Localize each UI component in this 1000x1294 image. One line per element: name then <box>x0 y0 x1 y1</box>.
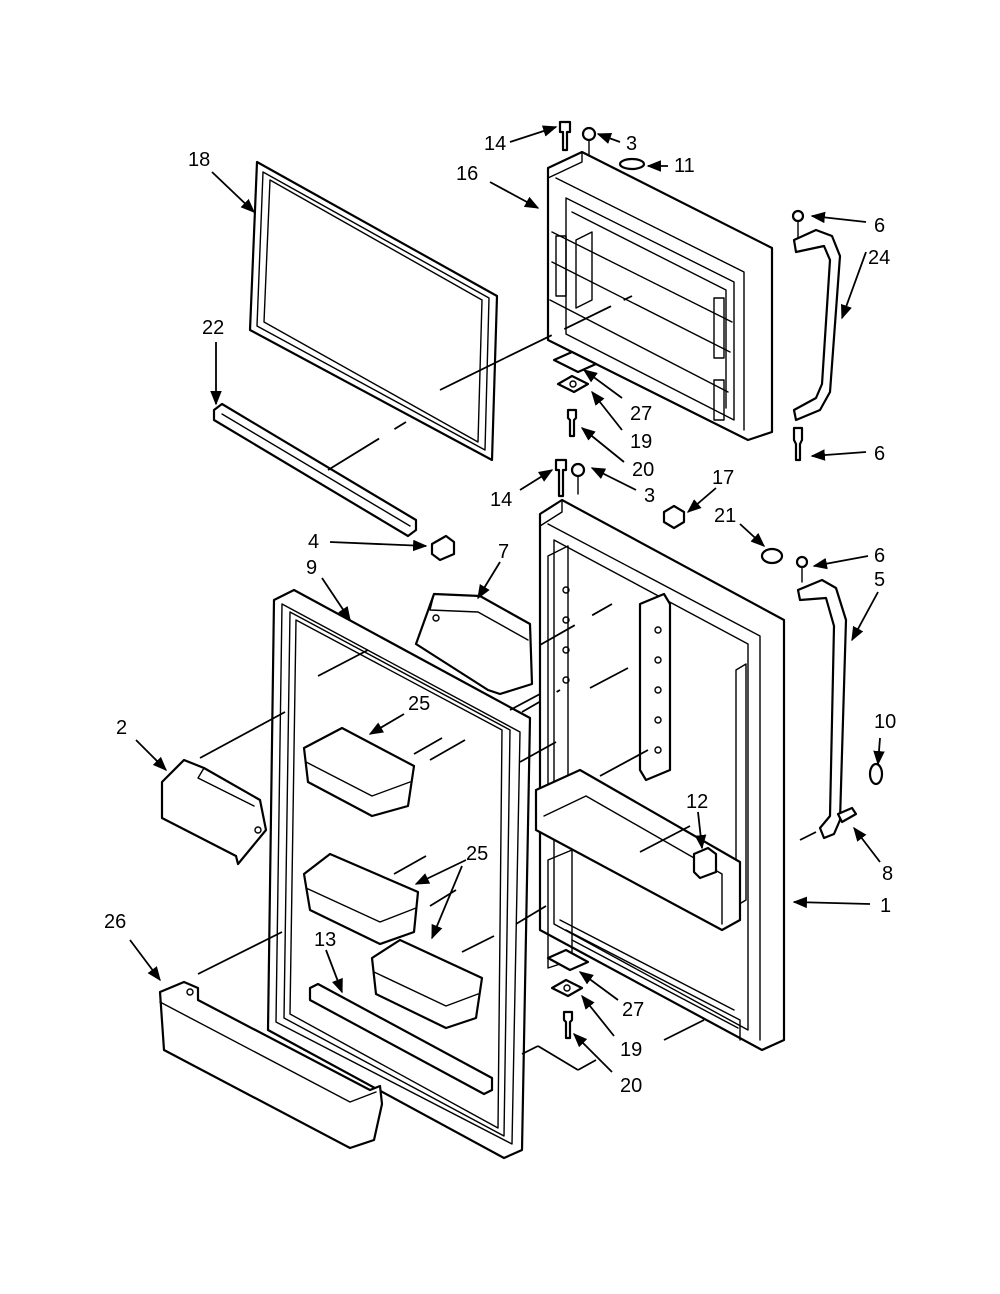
assembly-lead-lines <box>197 295 817 1071</box>
callout-6-top: 6 <box>874 215 885 237</box>
fresh-food-handle <box>796 578 884 840</box>
callout-labels: 14 3 11 16 18 6 24 22 27 19 20 6 14 3 17… <box>104 133 896 1097</box>
freezer-door <box>546 150 774 442</box>
refrigerator-door <box>534 498 786 1052</box>
callout-24: 24 <box>868 247 890 269</box>
callout-25-lower: 25 <box>466 843 488 865</box>
callout-20-lower: 20 <box>620 1075 642 1097</box>
callout-3-upper: 3 <box>626 133 637 155</box>
callout-11: 11 <box>674 155 695 177</box>
freezer-gasket <box>248 160 499 462</box>
callout-8: 8 <box>882 863 893 885</box>
callout-17: 17 <box>712 467 734 489</box>
cam <box>430 534 456 562</box>
callout-arrows <box>129 125 885 1073</box>
callout-16: 16 <box>456 163 478 185</box>
door-bin-middle <box>302 852 420 946</box>
callout-4: 4 <box>308 531 319 553</box>
callout-3-lower: 3 <box>644 485 655 507</box>
callout-14-lower: 14 <box>490 489 512 511</box>
freezer-top-hardware <box>558 120 646 171</box>
callout-26: 26 <box>104 911 126 933</box>
door-top-hardware <box>554 458 809 583</box>
dairy-bin <box>414 592 534 696</box>
callout-12: 12 <box>686 791 708 813</box>
callout-25-upper: 25 <box>408 693 430 715</box>
callout-10: 10 <box>874 711 896 733</box>
callout-6-middle: 6 <box>874 443 885 465</box>
callout-21: 21 <box>714 505 736 527</box>
gallon-bin <box>158 980 384 1150</box>
callout-19-lower: 19 <box>620 1039 642 1061</box>
callout-5: 5 <box>874 569 885 591</box>
callout-27-lower: 27 <box>622 999 644 1021</box>
callout-22: 22 <box>202 317 224 339</box>
lower-hinge-assembly <box>546 948 590 1040</box>
callout-14-upper: 14 <box>484 133 506 155</box>
callout-1: 1 <box>880 895 891 917</box>
callout-7: 7 <box>498 541 509 563</box>
callout-13: 13 <box>314 929 336 951</box>
freezer-handle <box>791 209 842 462</box>
callout-20-upper: 20 <box>632 459 654 481</box>
callout-27-upper: 27 <box>630 403 652 425</box>
callout-2: 2 <box>116 717 127 739</box>
breaker-strip-upper <box>212 402 418 538</box>
callout-18: 18 <box>188 149 210 171</box>
callout-9: 9 <box>306 557 317 579</box>
door-bin-lower <box>370 938 484 1030</box>
callout-6-lower: 6 <box>874 545 885 567</box>
upper-hinge-assembly <box>552 350 598 438</box>
door-bin-upper <box>302 726 416 818</box>
breaker-strip-lower <box>308 982 494 1096</box>
dairy-cover <box>160 758 268 866</box>
callout-19-upper: 19 <box>630 431 652 453</box>
door-stop <box>692 846 718 880</box>
